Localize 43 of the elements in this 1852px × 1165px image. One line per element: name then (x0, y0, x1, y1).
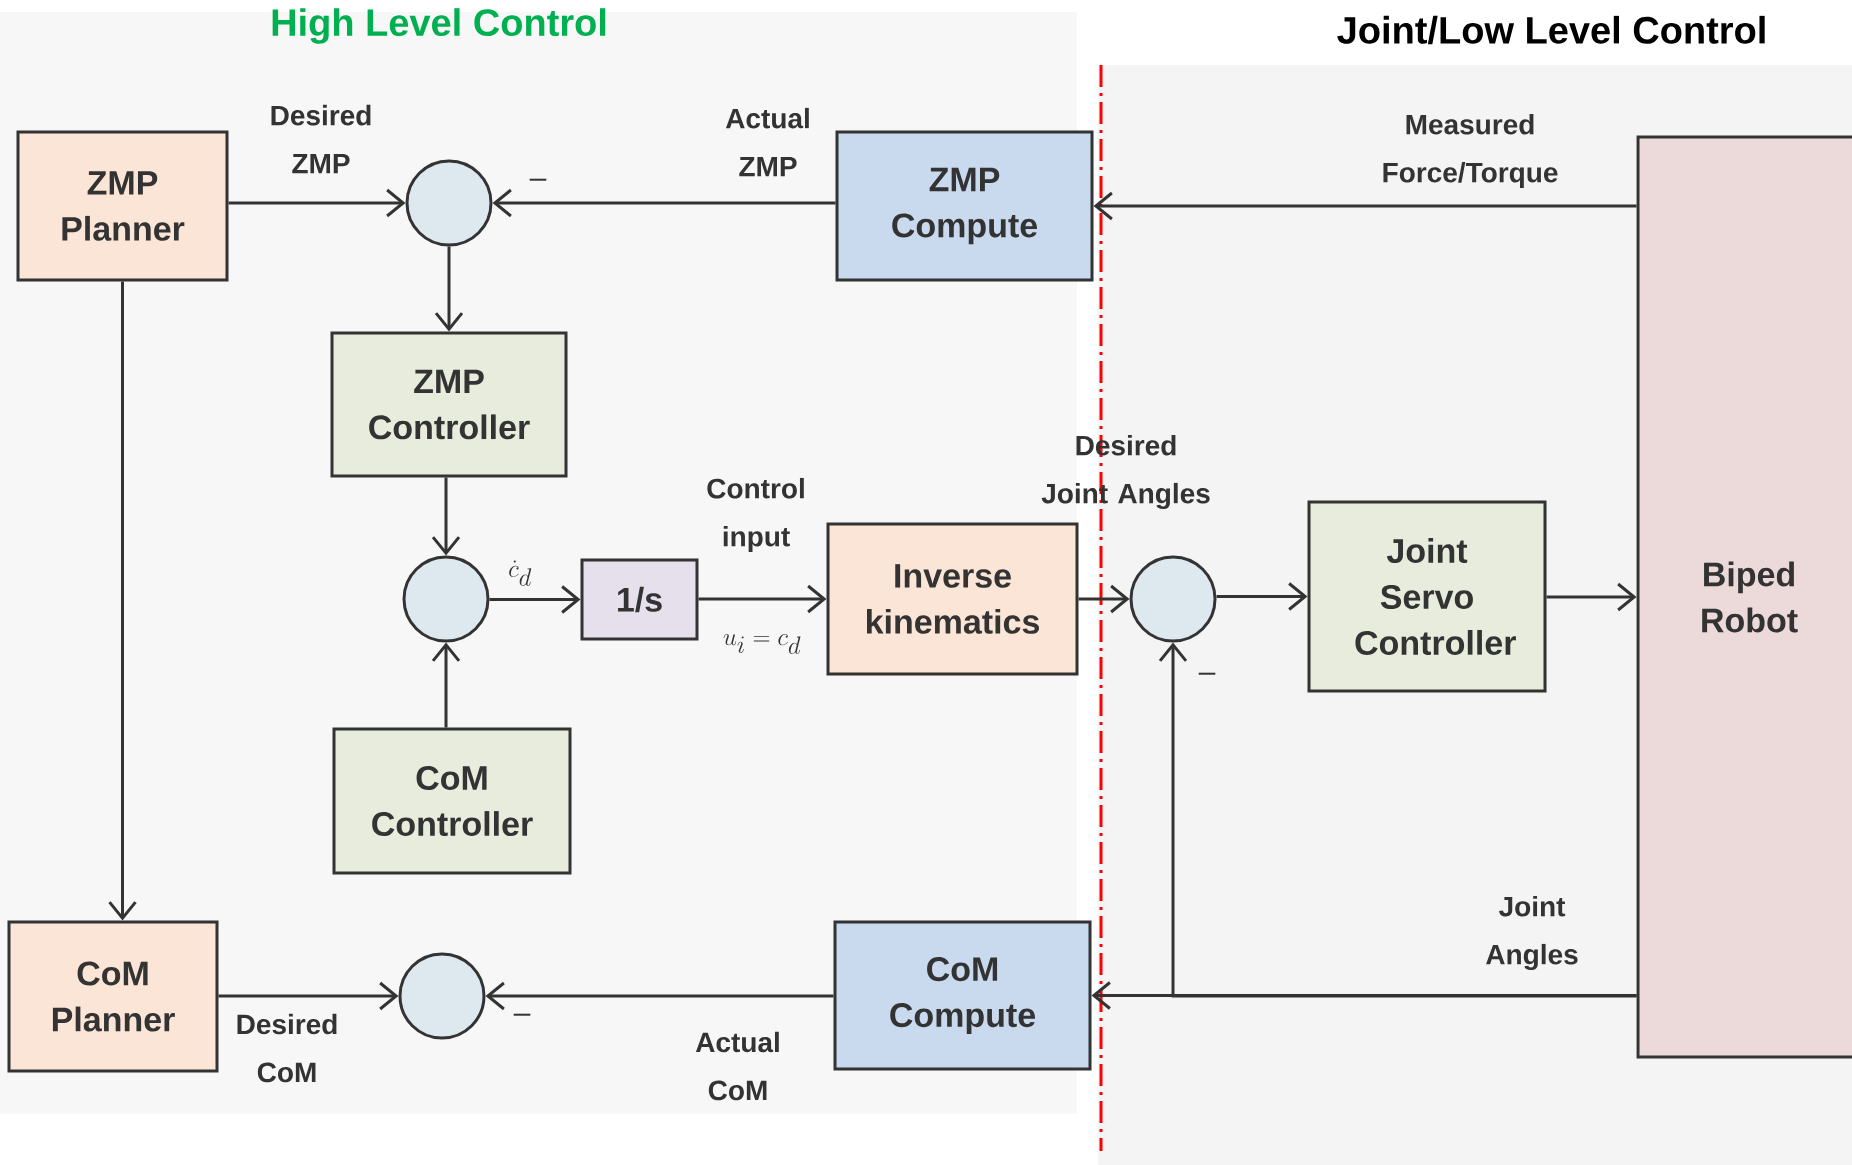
controller-box: Joint Servo Controller (1307, 500, 1547, 693)
controller-box: CoM Controller (332, 727, 572, 875)
minus-sign: – (1198, 672, 1216, 675)
arrow (698, 584, 827, 614)
arrow (434, 246, 464, 332)
compute-box: CoM Compute (833, 920, 1092, 1071)
arrow (489, 585, 581, 614)
edge-label: Desired CoM (237, 1013, 337, 1083)
edge-label: Actual ZMP (725, 107, 809, 177)
minus-sign: – (513, 1013, 531, 1016)
edge-label: Joint Angles (1486, 895, 1578, 971)
summing-junction (1129, 555, 1217, 643)
arrow (492, 188, 836, 218)
edge-label: Control input (707, 477, 804, 553)
planner-box: CoM Planner (7, 920, 219, 1073)
kinematics-box: Inverse kinematics (826, 522, 1079, 676)
section-title: High Level Control (272, 8, 606, 44)
planner-box: ZMP Planner (16, 130, 229, 282)
arrow (108, 281, 137, 921)
edge-label: Measured Force/Torque (1383, 113, 1558, 189)
arrow (1546, 582, 1637, 612)
controller-box: ZMP Controller (330, 331, 568, 478)
arrow (1091, 981, 1637, 1010)
edge-label: Desired ZMP (271, 104, 371, 174)
arrow (228, 188, 406, 218)
summing-junction (398, 952, 486, 1040)
arrow (218, 981, 399, 1011)
edge-label: Actual CoM (695, 1031, 779, 1101)
summing-junction (405, 159, 493, 247)
arrow (1158, 642, 1637, 998)
edge-label: $\dot{c}_d$ (509, 560, 532, 586)
arrow (1216, 582, 1308, 611)
section-title: Joint/Low Level Control (1337, 15, 1765, 45)
formula-label: $u_i = c_d$ (723, 634, 801, 654)
arrow (431, 477, 461, 556)
minus-sign: – (529, 178, 547, 181)
arrow (485, 981, 834, 1011)
integrator-box: 1/s (580, 558, 699, 641)
arrow (431, 642, 461, 728)
summing-junction (402, 555, 490, 643)
robot-box: Biped Robot (1636, 135, 1852, 1059)
compute-box: ZMP Compute (835, 130, 1094, 282)
arrow (1093, 191, 1637, 221)
